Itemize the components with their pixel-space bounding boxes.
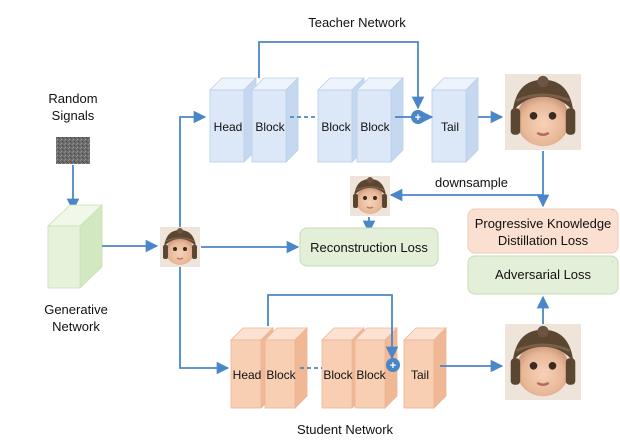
pkd-loss-label-2: Distillation Loss xyxy=(498,233,589,248)
random-noise-image xyxy=(56,137,90,164)
student-block-1-label: Head xyxy=(233,368,262,382)
teacher-block-3-label: Block xyxy=(321,120,351,134)
student-block-2: Block xyxy=(264,327,308,409)
teacher-output-image xyxy=(503,72,583,152)
student-network-title: Student Network xyxy=(297,422,394,437)
pkd-loss-label-1: Progressive Knowledge xyxy=(475,216,612,231)
arrow-image-to-teacher xyxy=(179,110,207,227)
student-block-3-label: Block xyxy=(323,368,353,382)
student-block-5-label: Tail xyxy=(411,368,429,382)
teacher-block-2: Block xyxy=(251,77,299,163)
student-add-node xyxy=(386,358,400,372)
downsampled-image xyxy=(349,175,391,217)
student-block-4-label: Block xyxy=(356,368,386,382)
generative-network-label-1: Generative xyxy=(44,302,108,317)
generative-network-block xyxy=(47,204,103,289)
random-signals-label-1: Random xyxy=(48,91,97,106)
downsample-label: downsample xyxy=(435,175,508,190)
teacher-skip-connection xyxy=(258,41,425,110)
pkd-loss-box xyxy=(467,208,619,254)
student-block-5: Tail xyxy=(403,327,447,409)
arrow-image-to-student xyxy=(179,267,230,375)
edge-mark-1: , xyxy=(612,206,614,212)
student-output-image xyxy=(503,322,583,402)
teacher-block-1-label: Head xyxy=(214,120,243,134)
teacher-block-4-label: Block xyxy=(360,120,390,134)
teacher-network-title: Teacher Network xyxy=(308,15,406,30)
adversarial-loss-label: Adversarial Loss xyxy=(495,267,592,282)
generated-image xyxy=(159,226,201,268)
teacher-add-icon: + xyxy=(415,112,421,124)
teacher-block-2-label: Block xyxy=(255,120,285,134)
student-add-icon: + xyxy=(390,360,396,372)
teacher-block-5: Tail xyxy=(431,77,479,163)
teacher-block-4: Block xyxy=(356,77,404,163)
reconstruction-loss-box xyxy=(299,227,439,267)
random-signals-label-2: Signals xyxy=(52,108,95,123)
teacher-block-1: Head xyxy=(209,77,257,163)
student-skip-connection xyxy=(267,294,399,360)
reconstruction-loss-label: Reconstruction Loss xyxy=(310,240,428,255)
student-block-2-label: Block xyxy=(266,368,296,382)
generative-network-label-2: Network xyxy=(52,319,100,334)
edge-mark-2: , xyxy=(612,258,614,264)
teacher-block-5-label: Tail xyxy=(441,120,459,134)
teacher-network: Head Block Block Block Tail xyxy=(209,77,479,163)
adversarial-loss-box xyxy=(467,255,619,295)
